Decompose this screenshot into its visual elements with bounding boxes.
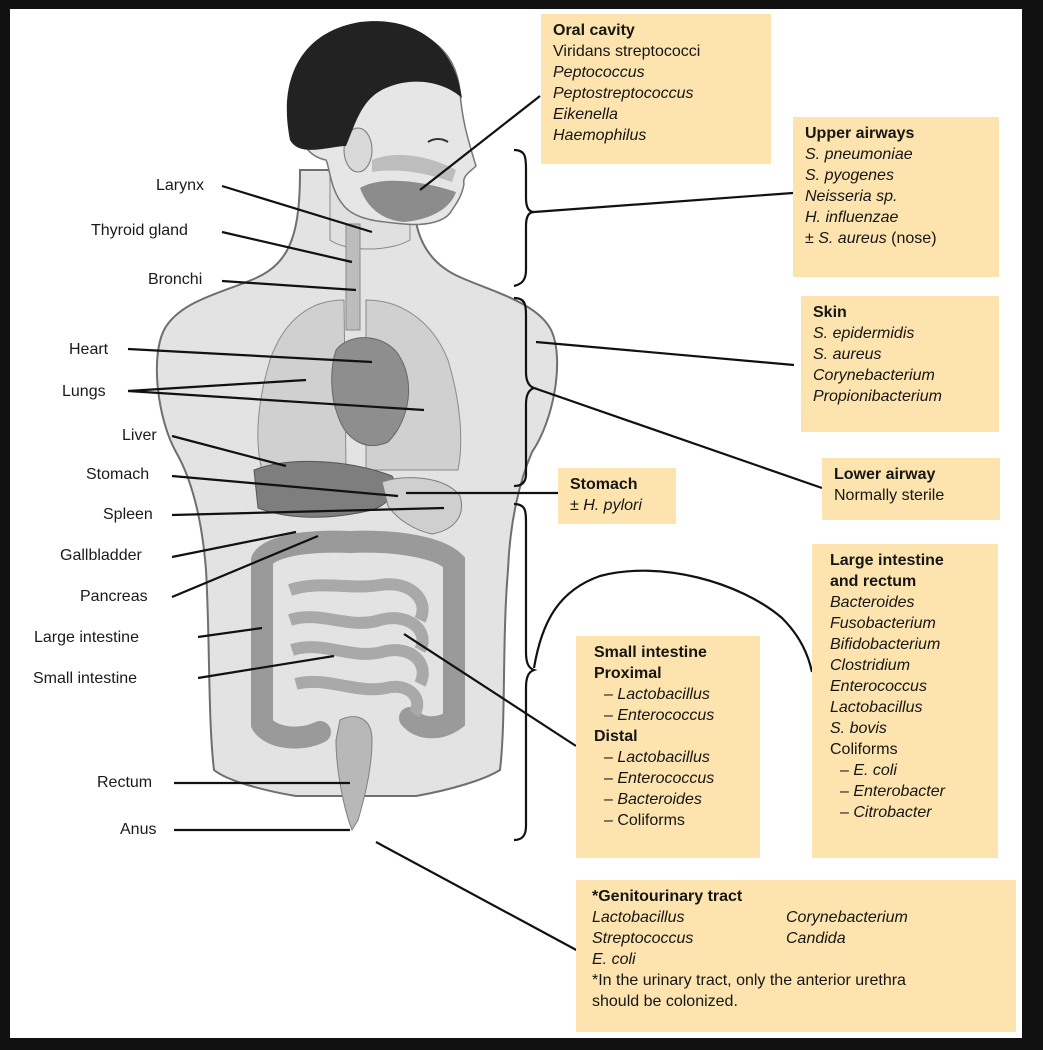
gu-item: Lactobacillus [592, 907, 786, 928]
label-anus: Anus [120, 820, 156, 840]
upper-item: S. pyogenes [805, 165, 987, 186]
box-stomach: Stomach ± H. pylori [558, 468, 676, 524]
box-large-intestine: Large intestine and rectum Bacteroides F… [812, 544, 998, 858]
upper-title: Upper airways [805, 123, 987, 144]
label-liver: Liver [122, 426, 157, 446]
box-oral-cavity: Oral cavity Viridans streptococci Peptoc… [541, 14, 771, 164]
skin-item: S. aureus [813, 344, 987, 365]
oral-item: Eikenella [553, 104, 759, 125]
small-distal-item: – Enterococcus [594, 768, 748, 789]
skin-title: Skin [813, 302, 987, 323]
label-thyroid-gland: Thyroid gland [91, 221, 188, 241]
large-item: Fusobacterium [830, 613, 986, 634]
large-title-2: and rectum [830, 571, 986, 592]
frame-border-right [1022, 0, 1043, 1050]
gu-item: Candida [786, 928, 976, 949]
gu-title: *Genitourinary tract [592, 886, 1004, 907]
small-proximal-item: – Lactobacillus [594, 684, 748, 705]
label-large-intestine: Large intestine [34, 628, 139, 648]
oral-item: Peptococcus [553, 62, 759, 83]
small-proximal-item: – Enterococcus [594, 705, 748, 726]
skin-item: Corynebacterium [813, 365, 987, 386]
label-spleen: Spleen [103, 505, 153, 525]
label-pancreas: Pancreas [80, 587, 148, 607]
large-sub-item: – Citrobacter [830, 802, 986, 823]
upper-item: Neisseria sp. [805, 186, 987, 207]
bracket-upper [514, 150, 534, 286]
large-coliforms: Coliforms [830, 739, 986, 760]
large-sub-item: – E. coli [830, 760, 986, 781]
skin-item: Propionibacterium [813, 386, 987, 407]
stomach-title: Stomach [570, 474, 664, 495]
box-lower-airway: Lower airway Normally sterile [822, 458, 1000, 520]
box-upper-airways: Upper airways S. pneumoniae S. pyogenes … [793, 117, 999, 277]
small-distal: Distal [594, 726, 748, 747]
frame-border-left [0, 0, 10, 1050]
gu-note: *In the urinary tract, only the anterior… [592, 970, 1004, 991]
label-small-intestine: Small intestine [33, 669, 137, 689]
oral-item: Haemophilus [553, 125, 759, 146]
small-distal-item: – Coliforms [594, 810, 748, 831]
bracket-abdomen [514, 504, 534, 840]
lower-text: Normally sterile [834, 485, 988, 506]
oral-item: Peptostreptococcus [553, 83, 759, 104]
upper-item-last: ± S. aureus (nose) [805, 228, 987, 249]
large-item: Bacteroides [830, 592, 986, 613]
gu-organisms: Lactobacillus Corynebacterium Streptococ… [592, 907, 1004, 970]
label-gallbladder: Gallbladder [60, 546, 142, 566]
box-small-intestine: Small intestine Proximal – Lactobacillus… [576, 636, 760, 858]
large-item: S. bovis [830, 718, 986, 739]
frame-border-bottom [0, 1038, 1043, 1050]
upper-item: S. pneumoniae [805, 144, 987, 165]
oral-item: Viridans streptococci [553, 41, 759, 62]
oral-title: Oral cavity [553, 20, 759, 41]
small-title: Small intestine [594, 642, 748, 663]
box-skin: Skin S. epidermidis S. aureus Corynebact… [801, 296, 999, 432]
stomach-item: ± H. pylori [570, 495, 664, 516]
large-item: Lactobacillus [830, 697, 986, 718]
lower-title: Lower airway [834, 464, 988, 485]
gu-item: E. coli [592, 949, 786, 970]
large-item: Bifidobacterium [830, 634, 986, 655]
gu-item: Corynebacterium [786, 907, 976, 928]
gu-note: should be colonized. [592, 991, 1004, 1012]
box-genitourinary: *Genitourinary tract Lactobacillus Coryn… [576, 880, 1016, 1032]
gu-item: Streptococcus [592, 928, 786, 949]
label-larynx: Larynx [156, 176, 204, 196]
small-proximal: Proximal [594, 663, 748, 684]
large-title-1: Large intestine [830, 550, 986, 571]
label-heart: Heart [69, 340, 108, 360]
large-item: Enterococcus [830, 676, 986, 697]
label-rectum: Rectum [97, 773, 152, 793]
label-stomach: Stomach [86, 465, 149, 485]
small-distal-item: – Lactobacillus [594, 747, 748, 768]
skin-item: S. epidermidis [813, 323, 987, 344]
frame-border-top [0, 0, 1043, 9]
large-sub-item: – Enterobacter [830, 781, 986, 802]
label-bronchi: Bronchi [148, 270, 202, 290]
large-item: Clostridium [830, 655, 986, 676]
upper-item: H. influenzae [805, 207, 987, 228]
label-lungs: Lungs [62, 382, 106, 402]
small-distal-item: – Bacteroides [594, 789, 748, 810]
rectum [336, 717, 372, 830]
